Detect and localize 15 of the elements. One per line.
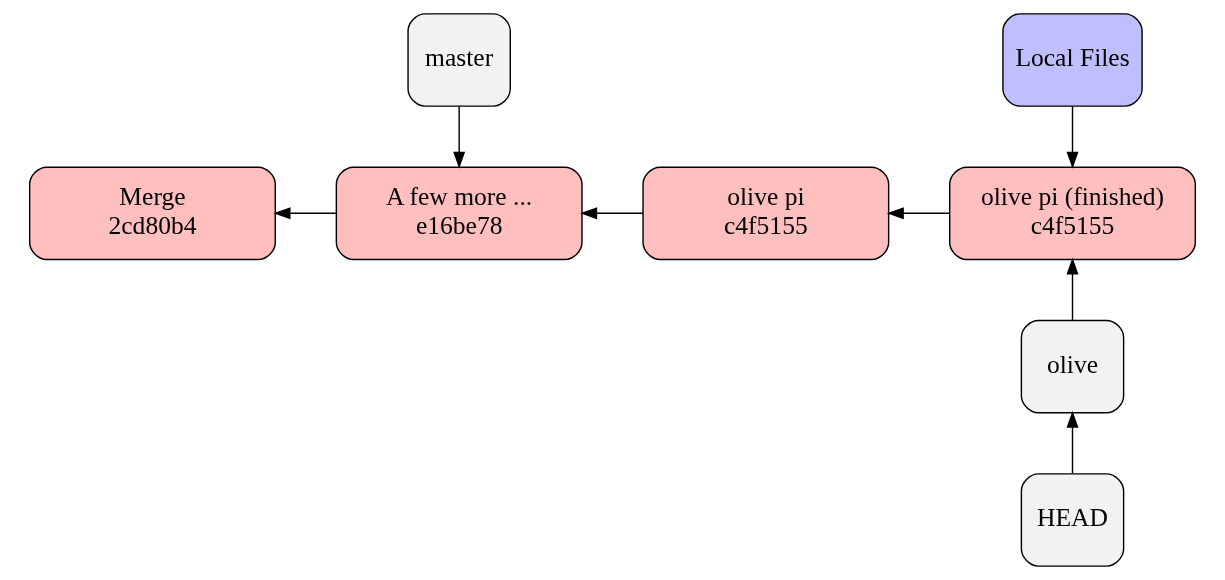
node-box: olive [1020, 319, 1125, 414]
node-box: Merge 2cd80b4 [28, 166, 276, 261]
node-box: olive pi (finished) c4f5155 [949, 166, 1197, 261]
arrow [1066, 257, 1079, 321]
arrow [886, 207, 951, 220]
arrow [1066, 105, 1079, 169]
node-box: master [407, 13, 511, 107]
arrow [580, 207, 644, 220]
node-box: Local Files [1002, 13, 1143, 107]
arrow [1066, 410, 1079, 474]
node-box: olive pi c4f5155 [642, 166, 890, 261]
arrow [453, 105, 466, 169]
node-box: A few more ... e16be78 [335, 166, 583, 261]
arrow [273, 207, 338, 220]
node-box: HEAD [1020, 473, 1125, 567]
